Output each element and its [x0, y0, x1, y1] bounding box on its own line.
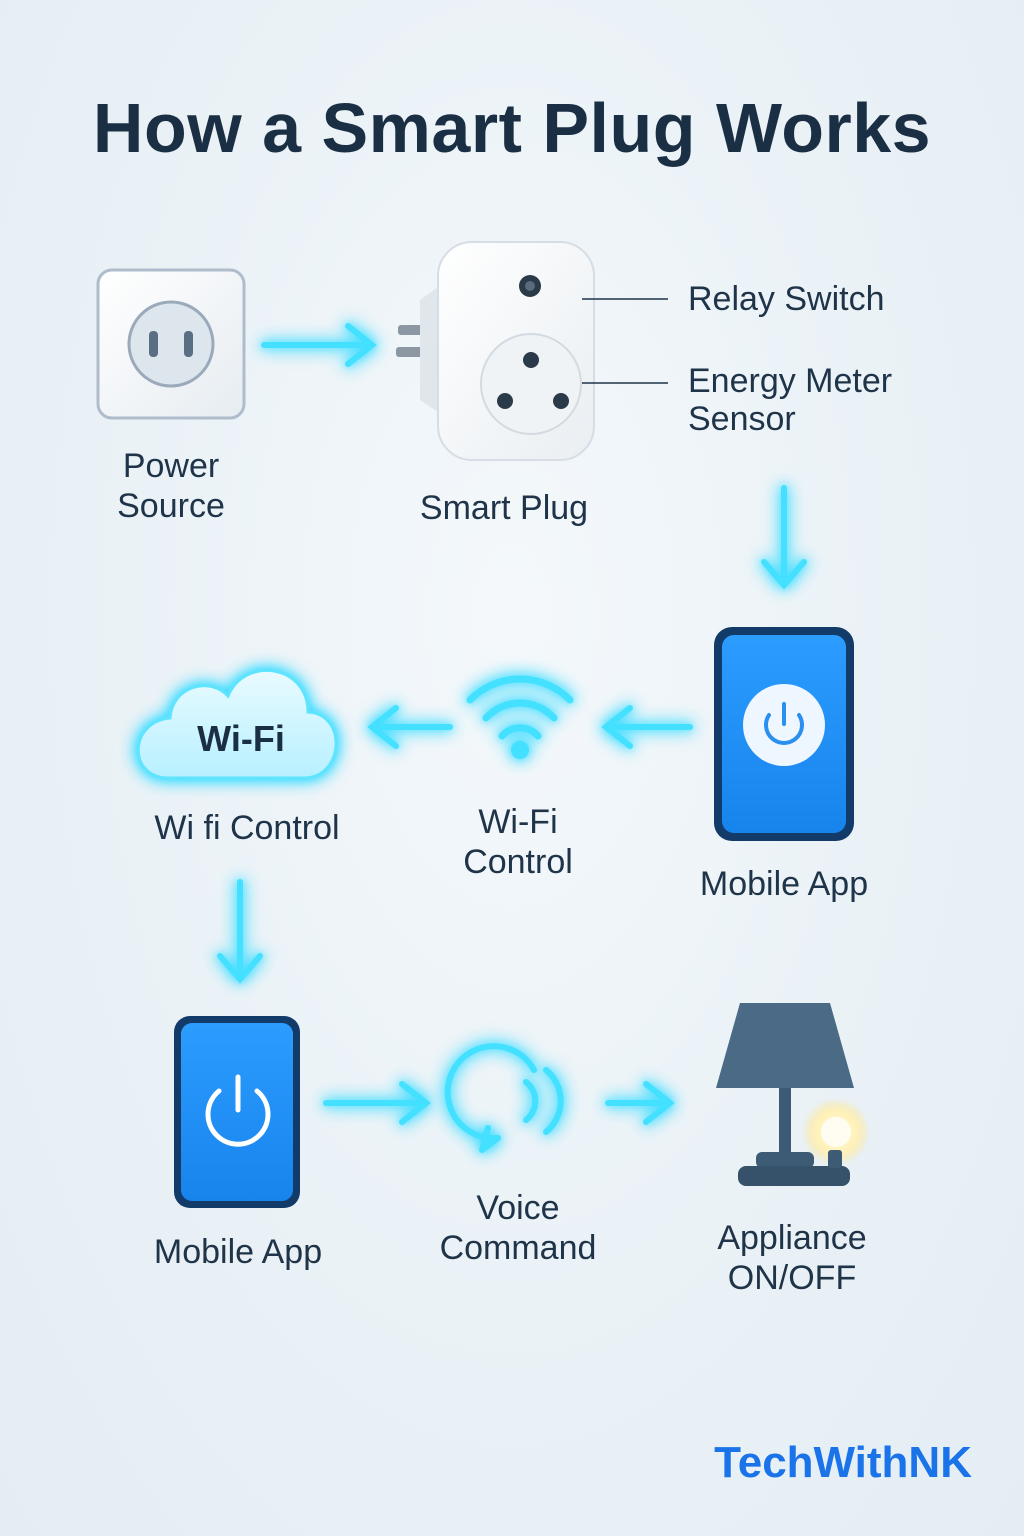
- wifi-icon: [466, 675, 574, 759]
- power-source-label: Power Source: [117, 447, 225, 525]
- arrow-icon: [367, 705, 453, 749]
- energy-meter-label: Energy Meter Sensor: [688, 362, 893, 438]
- arrow-icon: [605, 1081, 675, 1125]
- mobile-app-bottom-label: Mobile App: [153, 1233, 323, 1271]
- brand-logo-text: TechWithNK: [714, 1438, 972, 1487]
- phone-power-icon: [174, 1016, 300, 1208]
- outlet-icon: [96, 268, 246, 420]
- wifi-control-mid-label: Wi-Fi Control: [463, 803, 573, 881]
- cloud-icon: [136, 669, 338, 780]
- relay-switch-label: Relay Switch: [688, 280, 885, 318]
- voice-icon: [444, 1043, 564, 1153]
- page-title: How a Smart Plug Works: [92, 89, 932, 167]
- phone-power-icon: [714, 627, 854, 841]
- mobile-app-top-label: Mobile App: [699, 865, 869, 903]
- voice-command-label: Voice Command: [439, 1189, 597, 1267]
- wifi-control-left-label: Wi fi Control: [154, 809, 340, 847]
- arrow-icon: [323, 1081, 431, 1125]
- arrow-icon: [217, 879, 263, 984]
- smart-plug-label: Smart Plug: [419, 489, 589, 527]
- lamp-icon: [716, 1003, 870, 1186]
- arrow-icon: [601, 705, 693, 749]
- smart-plug-icon: [396, 241, 595, 461]
- appliance-label: Appliance ON/OFF: [717, 1219, 867, 1297]
- arrow-icon: [261, 323, 377, 367]
- arrow-icon: [761, 485, 807, 590]
- cloud-wifi-text: Wi-Fi: [197, 718, 285, 759]
